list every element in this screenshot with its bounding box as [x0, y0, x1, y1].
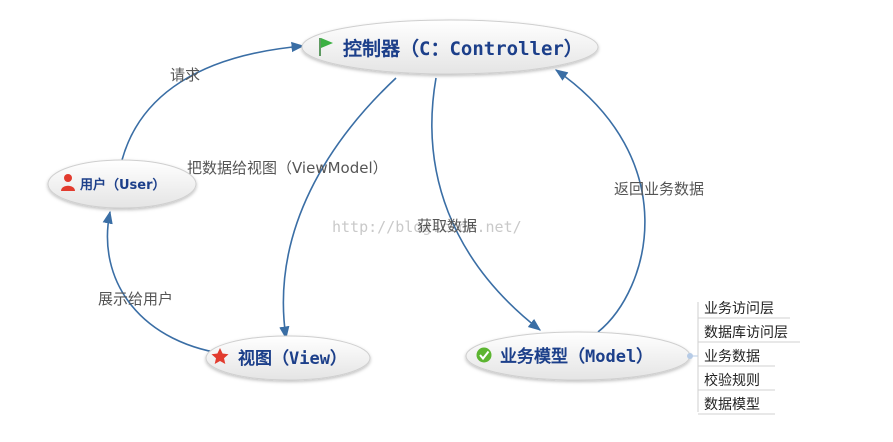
edge-label-return-data: 返回业务数据 [614, 180, 704, 198]
node-model[interactable]: 业务模型（Model） [465, 331, 691, 381]
node-model-label: 业务模型（Model） [500, 346, 653, 367]
edge-give-view [279, 77, 397, 340]
node-view[interactable]: 视图（View） [205, 335, 371, 381]
branch-item-label: 校验规则 [704, 372, 760, 389]
branch-item[interactable]: 业务访问层 [698, 301, 790, 319]
branch-item[interactable]: 数据库访问层 [698, 325, 800, 343]
edge-label-request: 请求 [170, 66, 200, 84]
edge-get-data [431, 77, 542, 331]
branch-item[interactable]: 校验规则 [698, 372, 775, 391]
branch-item[interactable]: 数据模型 [698, 397, 775, 415]
branch-item-label: 业务数据 [704, 349, 760, 365]
watermark: http://blog.csdn.net/ [332, 218, 522, 236]
branch-item-label: 数据模型 [704, 397, 760, 413]
edge-label-show-user: 展示给用户 [98, 290, 173, 308]
node-controller-label: 控制器（C：Controller） [343, 37, 583, 60]
edge-label-get-data: 获取数据 [417, 217, 477, 235]
node-view-label: 视图（View） [238, 348, 347, 369]
node-user[interactable]: 用户（User） [47, 159, 197, 209]
branch-item[interactable]: 业务数据 [698, 349, 775, 367]
node-user-label: 用户（User） [79, 177, 166, 193]
edge-show-user [102, 210, 234, 356]
check-circle-icon [476, 347, 492, 363]
star-icon [211, 348, 229, 364]
flag-icon [319, 38, 333, 56]
person-icon [61, 174, 75, 191]
branch-item-label: 业务访问层 [704, 301, 774, 317]
edge-request [121, 41, 305, 161]
edge-label-give-view: 把数据给视图（ViewModel） [187, 159, 388, 177]
branch-item-label: 数据库访问层 [704, 325, 788, 341]
node-controller[interactable]: 控制器（C：Controller） [301, 19, 599, 75]
edge-return-data [554, 69, 646, 333]
model-branches: 业务访问层 数据库访问层 业务数据 校验规则 数据模型 [698, 301, 800, 415]
